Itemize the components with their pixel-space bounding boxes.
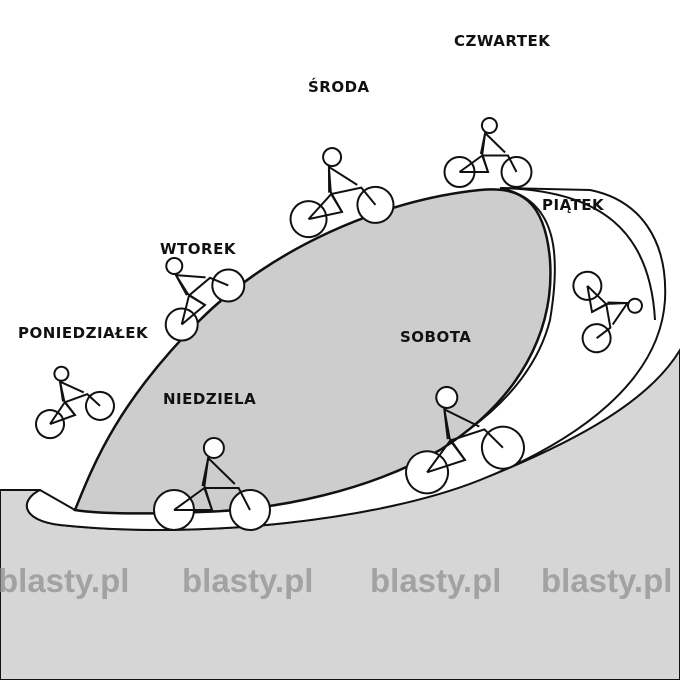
cyclist-sunday [153, 437, 271, 531]
cyclist-saturday [405, 385, 525, 495]
label-thursday: CZWARTEK [454, 32, 551, 50]
watermark: blasty.pl [541, 562, 673, 599]
label-tuesday: WTOREK [160, 240, 236, 258]
cyclist-monday [35, 365, 115, 440]
watermark: blasty.pl [182, 562, 314, 599]
label-friday: PIĄTEK [542, 196, 605, 214]
cyclist-thursday [443, 117, 533, 188]
label-monday: PONIEDZIAŁEK [18, 324, 149, 342]
watermark: blasty.pl [370, 562, 502, 599]
watermark: blasty.pl [0, 562, 130, 599]
cyclist-friday [572, 270, 643, 354]
label-saturday: SOBOTA [400, 328, 472, 346]
cyclist-tuesday [164, 257, 246, 342]
cyclist-wednesday [289, 147, 395, 239]
label-wednesday: ŚRODA [308, 78, 370, 96]
label-sunday: NIEDZIELA [163, 390, 257, 408]
